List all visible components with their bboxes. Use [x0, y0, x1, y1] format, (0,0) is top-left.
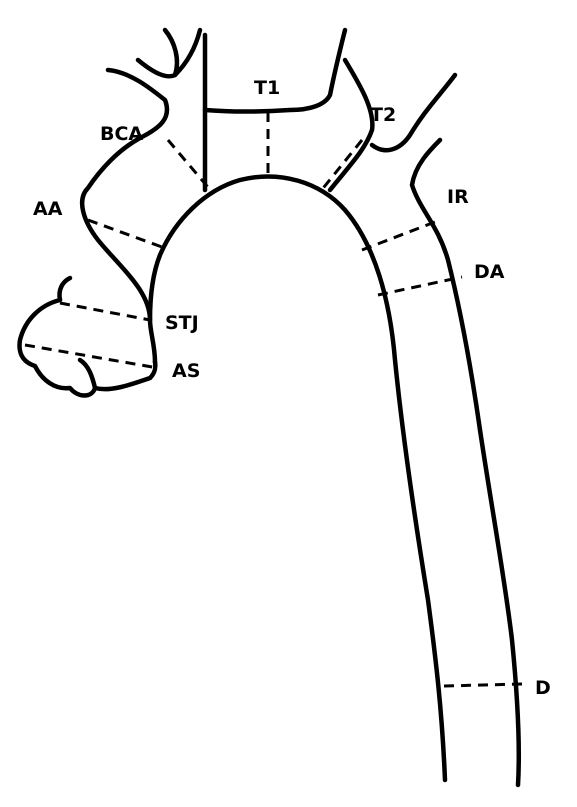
label-d: D — [535, 677, 551, 699]
label-aa: AA — [33, 198, 63, 220]
cut-as — [24, 343, 159, 370]
aorta-outer-wall-descending — [409, 137, 521, 788]
brachiocephalic-branch-inner — [172, 27, 203, 78]
left-subclavian-branch-left — [327, 57, 375, 193]
cut-aa — [87, 218, 163, 249]
aorta-outer-wall-ascending — [79, 67, 170, 365]
cut-t2 — [318, 139, 364, 193]
label-bca: BCA — [100, 123, 144, 145]
label-da: DA — [474, 261, 505, 283]
cut-ir — [361, 218, 441, 252]
label-ir: IR — [447, 186, 469, 208]
aorta-inner-wall — [147, 174, 448, 783]
aortic-root-notch-left — [57, 275, 73, 303]
label-t1: T1 — [254, 77, 281, 99]
label-as: AS — [172, 360, 201, 382]
aortic-root-sinuses — [17, 297, 158, 398]
cut-d — [443, 682, 523, 688]
left-carotid-branch-top — [202, 27, 348, 114]
aortic-root-notch-right — [77, 357, 98, 391]
cut-da — [377, 275, 463, 297]
brachiocephalic-branch-top — [135, 27, 180, 79]
label-t2: T2 — [370, 104, 397, 126]
cut-bca — [166, 139, 214, 193]
cut-stj — [59, 301, 151, 322]
label-stj: STJ — [165, 312, 199, 334]
left-subclavian-branch-right — [369, 72, 458, 153]
